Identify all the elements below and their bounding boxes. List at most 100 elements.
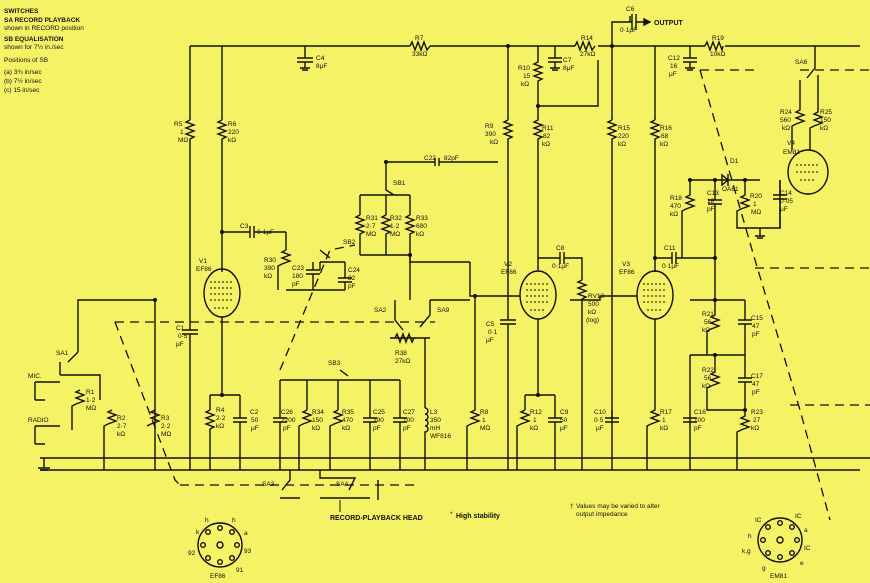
r6-resistor [216, 119, 228, 272]
r17-unit: kΩ [660, 425, 668, 432]
v3-grid-wire [592, 295, 637, 301]
output-label: OUTPUT [654, 20, 684, 27]
em81-pin-ic2: IC [795, 513, 802, 520]
sa2-switch[interactable] [390, 300, 430, 339]
rv13-potentiometer[interactable] [570, 279, 592, 470]
r33-resistor [404, 214, 416, 255]
r31-value: 2·7 [366, 223, 376, 230]
r24-value: 560 [780, 117, 791, 124]
c13-label: C13 [707, 190, 719, 197]
c17-capacitor [738, 355, 752, 410]
em81-pin-a: a [804, 527, 808, 534]
radio-label: RADIO [28, 417, 49, 424]
ef86-base-label: EF86 [210, 573, 226, 580]
c14-unit: μF [780, 206, 788, 213]
values-note-mark: † [570, 503, 574, 510]
values-note-2: output impedance [576, 511, 628, 518]
r15-label: R15 [618, 125, 630, 132]
sa6-switch[interactable] [799, 46, 819, 108]
sb2-switch[interactable] [285, 232, 346, 270]
c26-label: C26 [281, 409, 293, 416]
r11-value: 82 [543, 133, 551, 140]
r5-label: R5 [174, 121, 183, 128]
r10-unit: kΩ [521, 81, 529, 88]
c10-capacitor [605, 410, 619, 423]
c27-unit: pF [403, 425, 411, 432]
r35-label: R35 [342, 409, 354, 416]
values-note-1: Values may be varied to alter [576, 503, 661, 510]
r15-resistor [606, 119, 618, 470]
c24-value: 82 [348, 275, 356, 282]
c14-value: 0·05 [780, 198, 793, 205]
r1-label: R1 [86, 389, 95, 396]
c3-capacitor [222, 226, 286, 238]
c13-unit: pF [707, 206, 715, 213]
note-pos-c: (c) 15 in/sec [4, 87, 40, 94]
high-stab-mark: * [450, 511, 453, 518]
r30-resistor [277, 249, 292, 290]
r6-unit: kΩ [228, 137, 236, 144]
c16-value: 100 [694, 417, 705, 424]
r2-label: R2 [117, 415, 126, 422]
r9-resistor [502, 119, 514, 270]
r15-value: 220 [618, 133, 629, 140]
r34-label: R34 [312, 409, 324, 416]
v1-grids [210, 281, 234, 309]
r9-label: R9 [485, 123, 494, 130]
r23-unit: kΩ [751, 425, 759, 432]
sa4-switch[interactable] [319, 470, 379, 500]
sa1-switch[interactable] [59, 299, 156, 470]
l3-label: L3 [430, 409, 438, 416]
ht-rail [190, 21, 860, 48]
c6-value: 0·1μF [620, 27, 637, 34]
r32-value: 1·2 [390, 223, 400, 230]
r20-resistor [736, 180, 781, 239]
head-label: RECORD-PLAYBACK HEAD [330, 515, 423, 522]
note-sb-1: SB EQUALISATION [4, 36, 64, 43]
r17-label: R17 [660, 409, 672, 416]
sa9-switch[interactable] [419, 300, 431, 328]
sa3-switch[interactable] [280, 470, 300, 499]
r20-unit: MΩ [751, 209, 761, 216]
r38-label: R38 [395, 350, 407, 357]
c23-capacitor [306, 262, 320, 290]
r12-label: R12 [530, 409, 542, 416]
sa6-label: SA6 [795, 59, 808, 66]
r32-label: R32 [390, 215, 402, 222]
r34-unit: kΩ [312, 425, 320, 432]
c25-value: 390 [373, 417, 384, 424]
r30-value: 390 [264, 265, 275, 272]
sa3-label: SA3 [262, 481, 275, 488]
em81-pin-e: e [800, 560, 804, 567]
r9-value: 390 [485, 131, 496, 138]
r4-resistor [204, 409, 216, 470]
output-filter-bus [690, 258, 745, 301]
radio-input[interactable] [34, 425, 60, 445]
rv13-label: RV13 [588, 293, 605, 300]
sa4-label: SA4 [336, 481, 349, 488]
c6-capacitor [629, 14, 650, 30]
v1-cathode [209, 317, 241, 410]
dash-sb-link [279, 244, 356, 371]
r12-value: 1 [533, 417, 537, 424]
c25-capacitor [363, 410, 377, 470]
v1-valve [203, 268, 241, 318]
r8-value: 1 [482, 417, 486, 424]
d1-label: D1 [730, 158, 739, 165]
output-arrow [643, 17, 652, 27]
r1-resistor [71, 389, 86, 430]
v3-valve [636, 270, 674, 320]
r20-label: R20 [750, 193, 762, 200]
sb3-switch[interactable] [279, 369, 401, 410]
mic-input[interactable] [34, 381, 60, 401]
sb-network-bus [360, 254, 411, 300]
c4-capacitor [297, 46, 313, 71]
r22-resistor [706, 355, 745, 411]
sb1-switch[interactable] [359, 162, 411, 215]
r7-value: 33kΩ [412, 51, 427, 58]
r14-value: 27kΩ [580, 51, 595, 58]
r34-resistor [298, 409, 313, 470]
r34-value: 150 [312, 417, 323, 424]
r1-value: 1·2 [86, 397, 96, 404]
